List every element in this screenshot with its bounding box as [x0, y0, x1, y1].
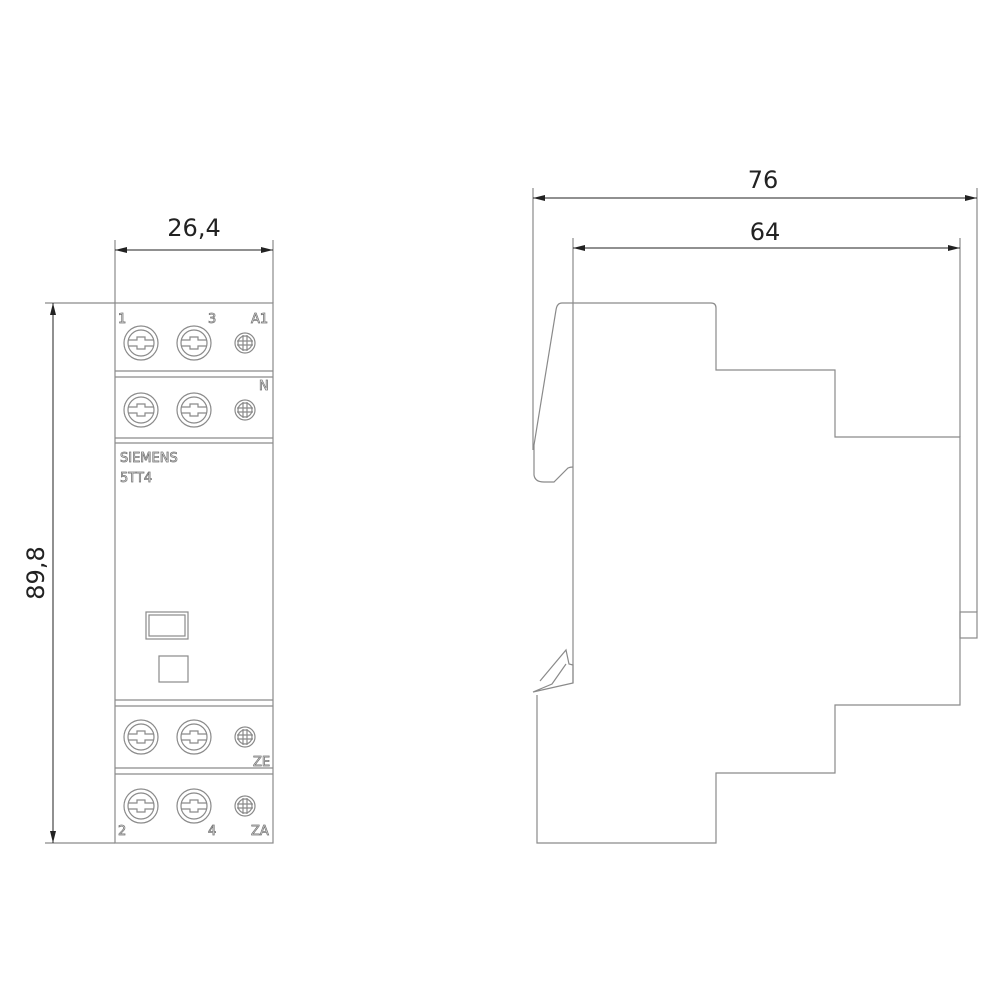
side-view: [532, 302, 978, 844]
dimension-depth-body: 64: [572, 218, 961, 437]
terminal-screw-icon: [123, 325, 159, 361]
terminal-screw-icon: [123, 719, 159, 755]
terminal-label: 3: [208, 312, 216, 327]
terminal-screw-icon: [123, 392, 159, 428]
status-led: [158, 655, 189, 683]
dimension-depth-total: 76: [532, 166, 978, 612]
terminal-screw-icon: [176, 788, 212, 824]
terminal-screw-icon: [176, 325, 212, 361]
terminal-screw-icon: [176, 392, 212, 428]
terminal-label: N: [259, 379, 269, 394]
indicator-window: [145, 611, 189, 640]
terminal-screw-icon: [176, 719, 212, 755]
terminal-screw-icon: [234, 332, 256, 354]
terminal-label: 4: [208, 824, 216, 839]
terminal-label: A1: [251, 312, 268, 327]
model-label: 5TT4: [120, 471, 152, 486]
terminal-label: ZA: [251, 824, 269, 839]
terminal-screw-icon: [234, 726, 256, 748]
brand-logo: SIEMENS: [120, 451, 178, 466]
terminal-screw-icon: [234, 399, 256, 421]
front-view: 1 3 A1 N ZE 2 4 ZA SIEMENS 5TT4: [114, 302, 274, 844]
terminal-screw-icon: [123, 788, 159, 824]
side-pin: [959, 611, 978, 639]
terminal-label: 1: [118, 312, 126, 327]
dimension-height-label: 89,8: [22, 546, 50, 599]
dimension-width-label: 26,4: [167, 214, 220, 242]
terminal-screw-icon: [234, 795, 256, 817]
dimension-width: 26,4: [114, 214, 274, 303]
terminal-label: ZE: [253, 755, 270, 770]
dimension-height: 89,8: [22, 302, 115, 844]
terminal-label: 2: [118, 824, 126, 839]
dimension-depth-total-label: 76: [748, 166, 779, 194]
dimension-depth-body-label: 64: [750, 218, 781, 246]
